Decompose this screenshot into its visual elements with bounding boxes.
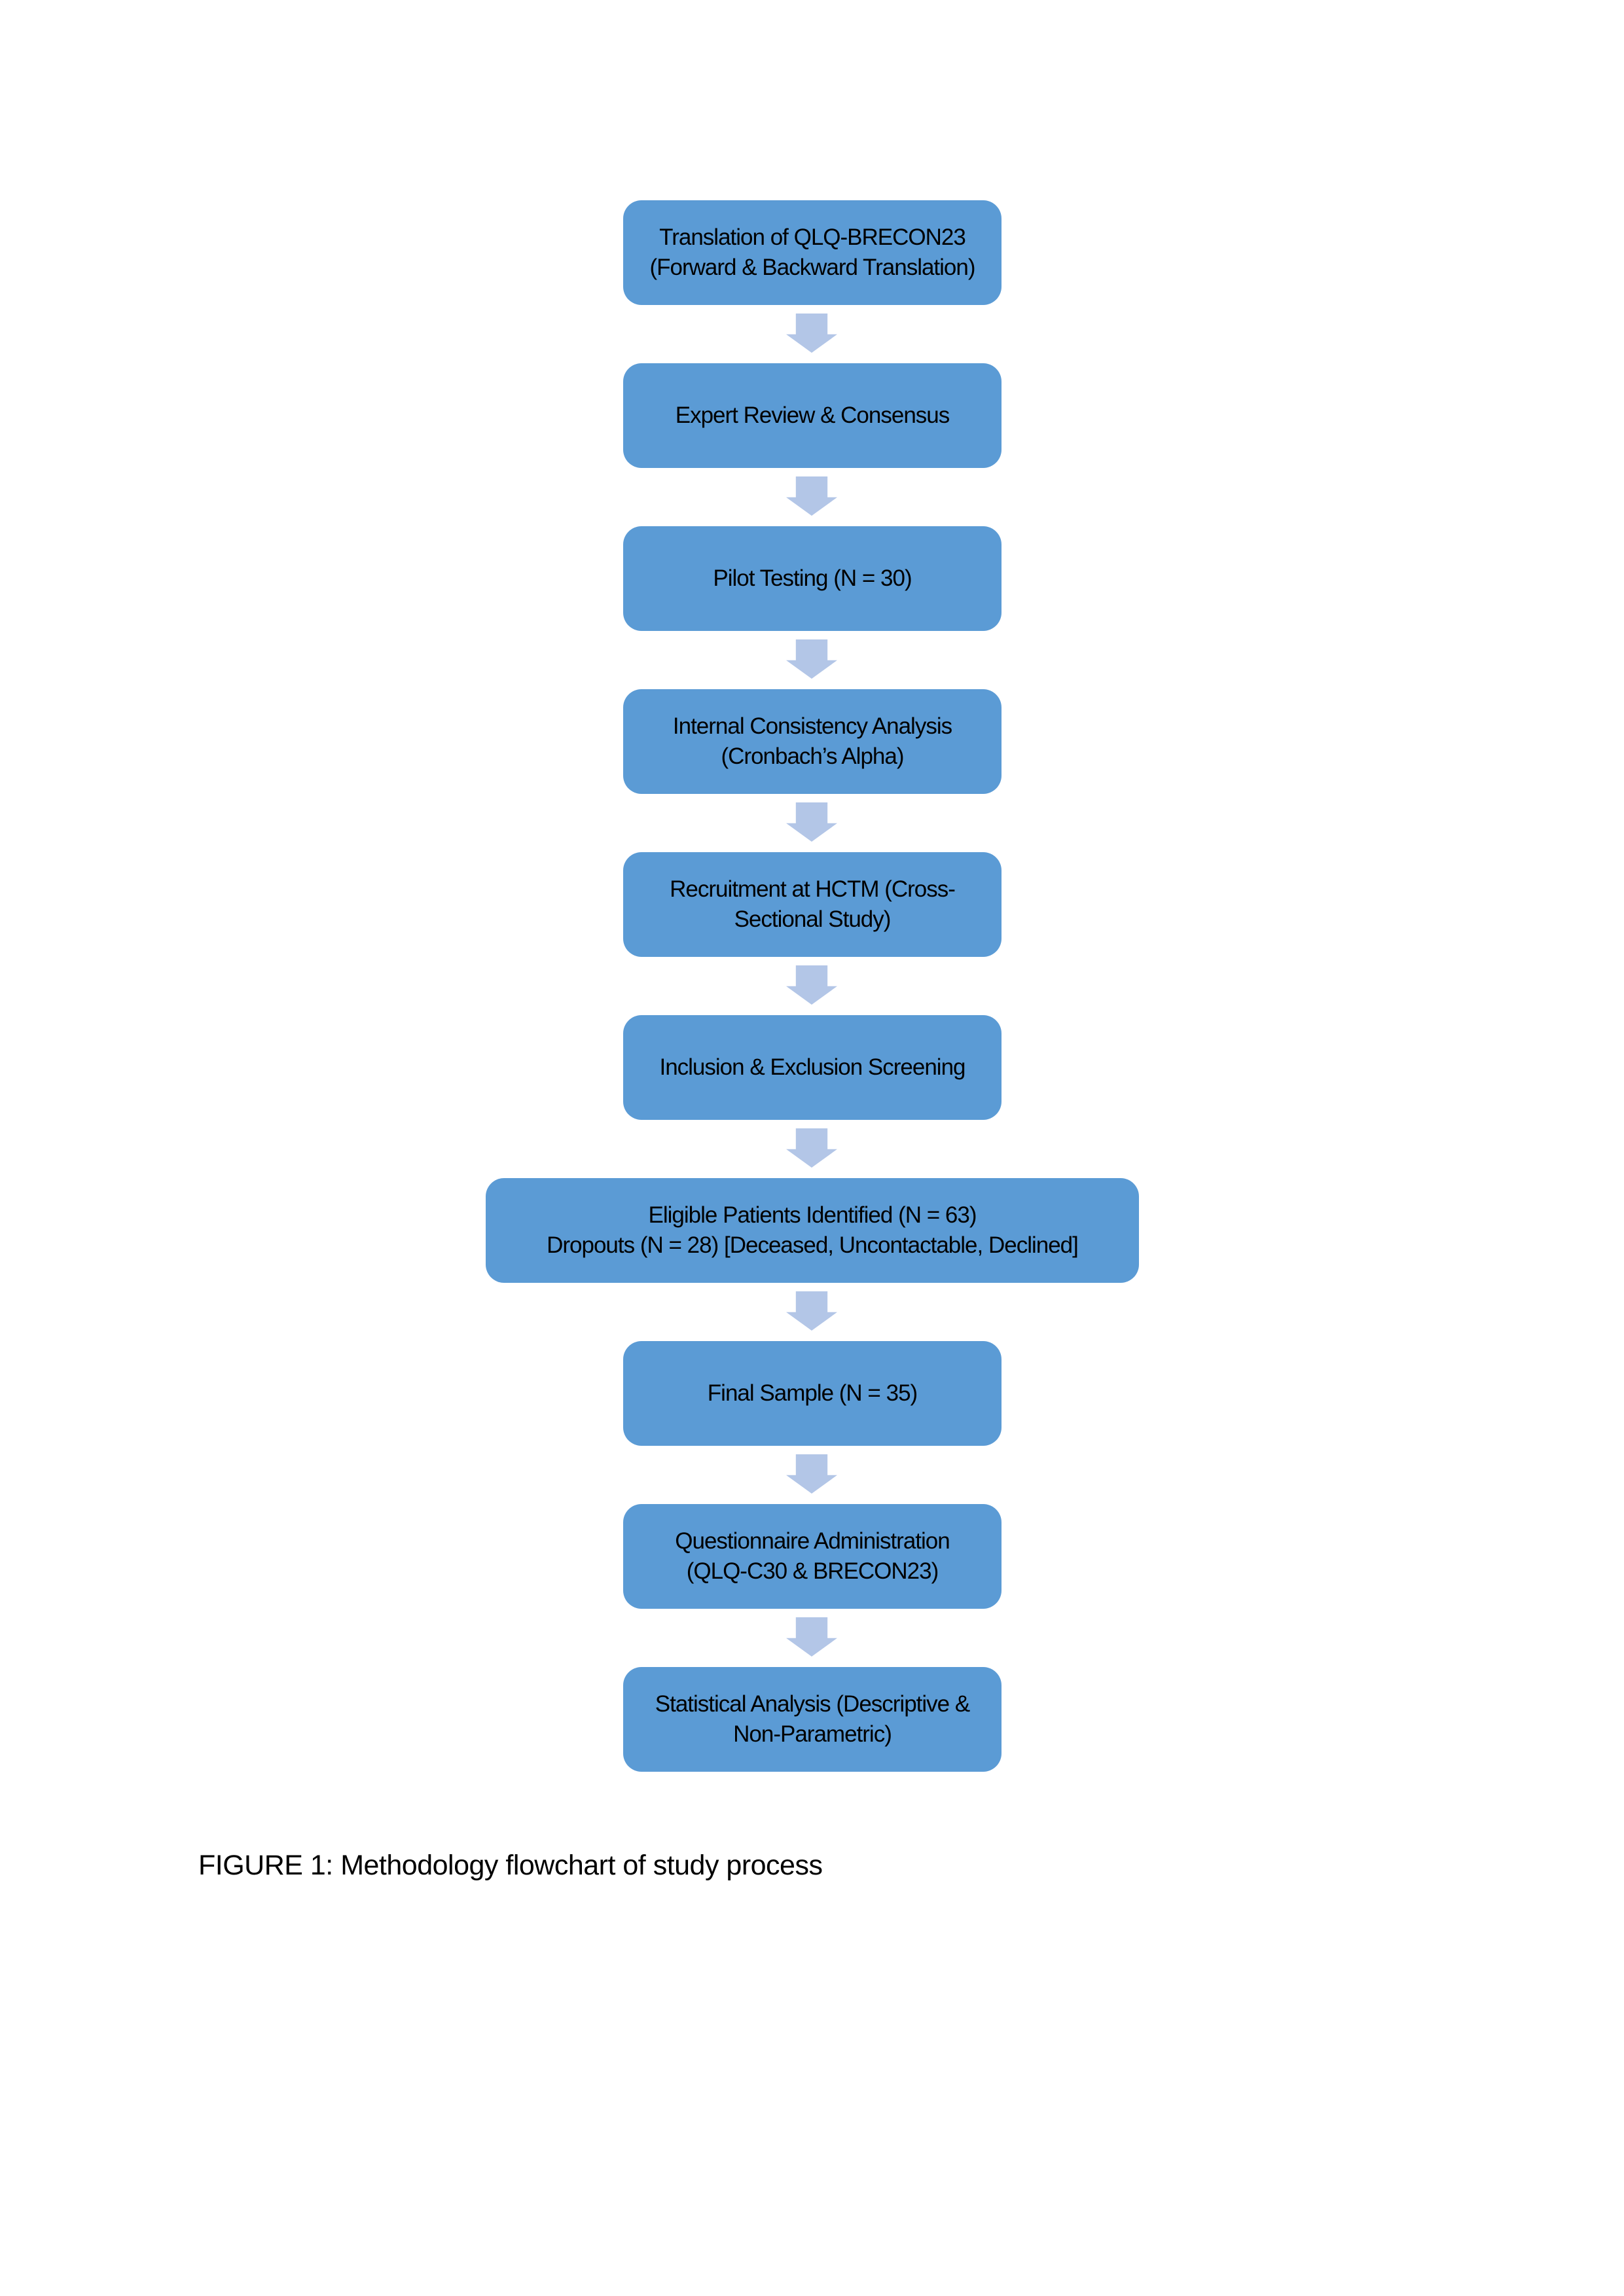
flow-step-expert-review: Expert Review & Consensus [623,363,1001,468]
flow-step-pilot-testing: Pilot Testing (N = 30) [623,526,1001,631]
flow-step-label: Eligible Patients Identified (N = 63) [648,1202,977,1228]
down-arrow-icon [786,1617,837,1657]
flow-step-label: (Forward & Backward Translation) [649,255,975,280]
flow-step-label: Sectional Study) [734,906,892,932]
flow-step-label: Inclusion & Exclusion Screening [659,1054,965,1080]
flow-step-label: Internal Consistency Analysis [672,713,952,739]
flow-step-label: Expert Review & Consensus [675,403,950,428]
flow-step-label: (QLQ-C30 & BRECON23) [686,1558,939,1584]
down-arrow-icon [786,802,837,842]
down-arrow-icon [786,314,837,353]
flow-step-label: Questionnaire Administration [675,1528,950,1554]
down-arrow-icon [786,476,837,516]
flow-step-label: (Cronbach’s Alpha) [721,744,904,769]
flow-step-statistical-analysis: Statistical Analysis (Descriptive & Non-… [623,1667,1001,1772]
down-arrow-icon [786,965,837,1005]
flow-step-label: Final Sample (N = 35) [707,1380,918,1406]
flow-step-label: Statistical Analysis (Descriptive & [655,1691,970,1717]
down-arrow-icon [786,1454,837,1494]
figure-caption: FIGURE 1: Methodology flowchart of study… [198,1850,823,1881]
flow-step-internal-consistency: Internal Consistency Analysis (Cronbach’… [623,689,1001,794]
flow-step-label: Recruitment at HCTM (Cross- [670,876,956,902]
flow-step-eligible-patients: Eligible Patients Identified (N = 63) Dr… [486,1178,1139,1283]
down-arrow-icon [786,1291,837,1331]
flow-step-label: Pilot Testing (N = 30) [713,565,912,591]
flow-step-label: Translation of QLQ-BRECON23 [659,224,966,250]
flow-step-label: Non-Parametric) [733,1721,892,1747]
down-arrow-icon [786,1128,837,1168]
flow-step-final-sample: Final Sample (N = 35) [623,1341,1001,1446]
flow-step-questionnaire: Questionnaire Administration (QLQ-C30 & … [623,1504,1001,1609]
flow-step-screening: Inclusion & Exclusion Screening [623,1015,1001,1120]
down-arrow-icon [786,639,837,679]
flow-step-translation: Translation of QLQ-BRECON23 (Forward & B… [623,200,1001,305]
flow-step-label: Dropouts (N = 28) [Deceased, Uncontactab… [547,1232,1079,1258]
flow-step-recruitment: Recruitment at HCTM (Cross- Sectional St… [623,852,1001,957]
methodology-flowchart: Translation of QLQ-BRECON23 (Forward & B… [486,200,1139,1772]
